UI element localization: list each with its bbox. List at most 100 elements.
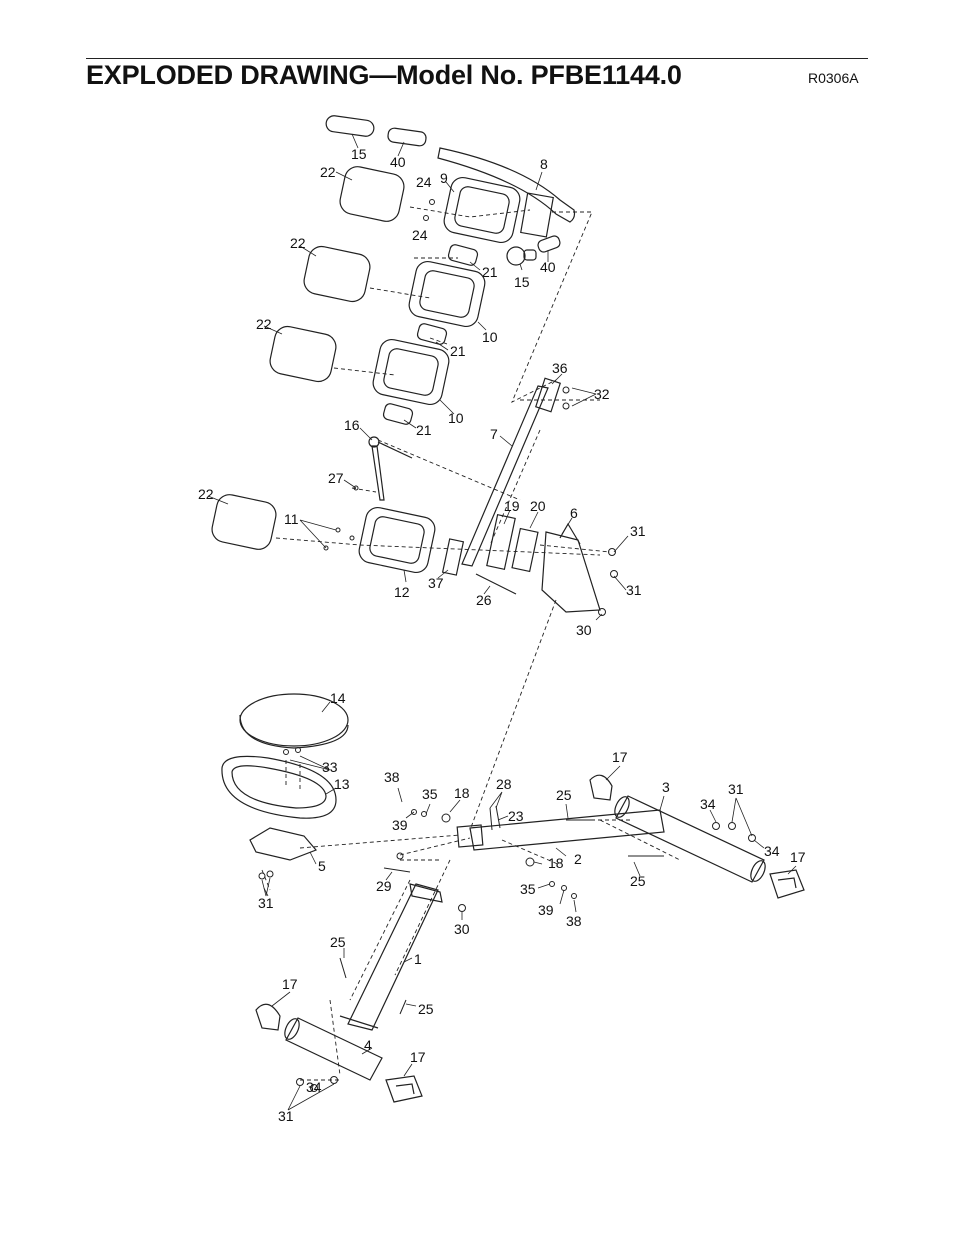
end-cap-part-17-1 [589, 774, 613, 801]
part-label-33: 33 [322, 759, 338, 775]
part-label-15: 15 [514, 274, 530, 290]
part-label-34: 34 [700, 796, 716, 812]
front-crossbar-part-4 [284, 1017, 383, 1081]
part-label-30: 30 [576, 622, 592, 638]
part-label-13: 13 [334, 776, 350, 792]
seat-part-14 [239, 693, 349, 749]
part-label-10: 10 [448, 410, 464, 426]
front-leg-part-1 [339, 883, 443, 1031]
end-cap-part-17-3 [255, 1003, 281, 1031]
bumper-part-21-2 [416, 323, 448, 345]
part-label-32: 32 [594, 386, 610, 402]
assembly-lines [261, 206, 681, 1081]
handlebar-part-8 [437, 147, 576, 238]
pad-bracket-part-10-2 [372, 338, 450, 406]
plate-part-37 [441, 538, 465, 576]
end-cap-part-17-4 [385, 1075, 423, 1103]
part-label-31: 31 [728, 781, 744, 797]
rear-crossbar-part-3 [614, 795, 766, 883]
bumper-part-21-3 [382, 403, 414, 425]
part-label-37: 37 [428, 575, 444, 591]
part-label-25: 25 [418, 1001, 434, 1017]
main-frame-part-2 [456, 809, 665, 851]
part-label-31: 31 [258, 895, 274, 911]
part-label-19: 19 [504, 498, 520, 514]
part-label-17: 17 [282, 976, 298, 992]
hardware [258, 199, 756, 1092]
part-label-26: 26 [476, 592, 492, 608]
part-labels: 15 40 8 22 24 9 24 22 21 15 40 22 10 21 … [198, 146, 806, 1124]
part-label-38: 38 [384, 769, 400, 785]
part-label-16: 16 [344, 417, 360, 433]
main-post-part-7 [461, 377, 561, 567]
part-label-31: 31 [630, 523, 646, 539]
grip-part-15-top [325, 115, 375, 137]
part-label-25: 25 [330, 934, 346, 950]
end-cap-part-17-2 [769, 869, 805, 899]
part-label-30: 30 [454, 921, 470, 937]
part-label-1: 1 [414, 951, 422, 967]
bumper-part-21-1 [447, 244, 479, 266]
part-label-34: 34 [306, 1079, 322, 1095]
part-label-23: 23 [508, 808, 524, 824]
pad-part-22-2 [303, 245, 371, 303]
header-rule [86, 58, 868, 59]
part-label-17: 17 [790, 849, 806, 865]
link-arm-part-16 [368, 436, 413, 501]
pad-bracket-part-9 [443, 176, 521, 244]
part-label-25: 25 [630, 873, 646, 889]
part-label-21: 21 [450, 343, 466, 359]
bolt-part-26 [475, 573, 517, 595]
part-label-11: 11 [284, 511, 299, 527]
part-label-7: 7 [490, 426, 498, 442]
grip-part-40-right [537, 235, 561, 253]
part-label-6: 6 [570, 505, 578, 521]
part-label-28: 28 [496, 776, 512, 792]
part-label-31: 31 [626, 582, 642, 598]
pad-bracket-part-10-1 [408, 260, 486, 328]
part-label-20: 20 [530, 498, 546, 514]
part-label-14: 14 [330, 690, 346, 706]
part-label-40: 40 [390, 154, 406, 170]
part-label-36: 36 [552, 360, 568, 376]
part-label-17: 17 [612, 749, 628, 765]
part-label-29: 29 [376, 878, 392, 894]
part-label-15: 15 [351, 146, 367, 162]
grip-part-40-top [387, 127, 427, 147]
part-label-24: 24 [412, 227, 428, 243]
leader-lines [207, 133, 797, 1111]
seat-frame-part-13 [221, 755, 337, 819]
part-label-10: 10 [482, 329, 498, 345]
grip-part-15-right [506, 246, 537, 266]
part-label-17: 17 [410, 1049, 426, 1065]
pad-part-22-3 [269, 325, 337, 383]
part-label-21: 21 [416, 422, 432, 438]
part-label-22: 22 [290, 235, 306, 251]
part-label-35: 35 [422, 786, 438, 802]
part-label-3: 3 [662, 779, 670, 795]
part-label-25: 25 [556, 787, 572, 803]
part-label-34: 34 [764, 843, 780, 859]
part-label-22: 22 [256, 316, 272, 332]
part-label-21: 21 [482, 264, 498, 280]
pad-part-22-4 [211, 494, 277, 550]
part-label-31: 31 [278, 1108, 294, 1124]
part-label-2: 2 [574, 851, 582, 867]
part-label-27: 27 [328, 470, 344, 486]
part-label-5: 5 [318, 858, 326, 874]
plate-part-19 [486, 513, 516, 571]
pad-part-22-1 [339, 166, 405, 222]
part-label-39: 39 [392, 817, 408, 833]
part-label-18: 18 [454, 785, 470, 801]
plate-part-20 [511, 527, 539, 573]
bracket-part-6 [541, 522, 601, 613]
part-label-40: 40 [540, 259, 556, 275]
part-label-22: 22 [320, 164, 336, 180]
page-title: EXPLODED DRAWING—Model No. PFBE1144.0 [86, 60, 682, 90]
part-label-4: 4 [364, 1037, 372, 1053]
part-label-24: 24 [416, 174, 432, 190]
pad-bracket-part-12 [358, 506, 436, 574]
part-label-18: 18 [548, 855, 564, 871]
part-label-35: 35 [520, 881, 536, 897]
